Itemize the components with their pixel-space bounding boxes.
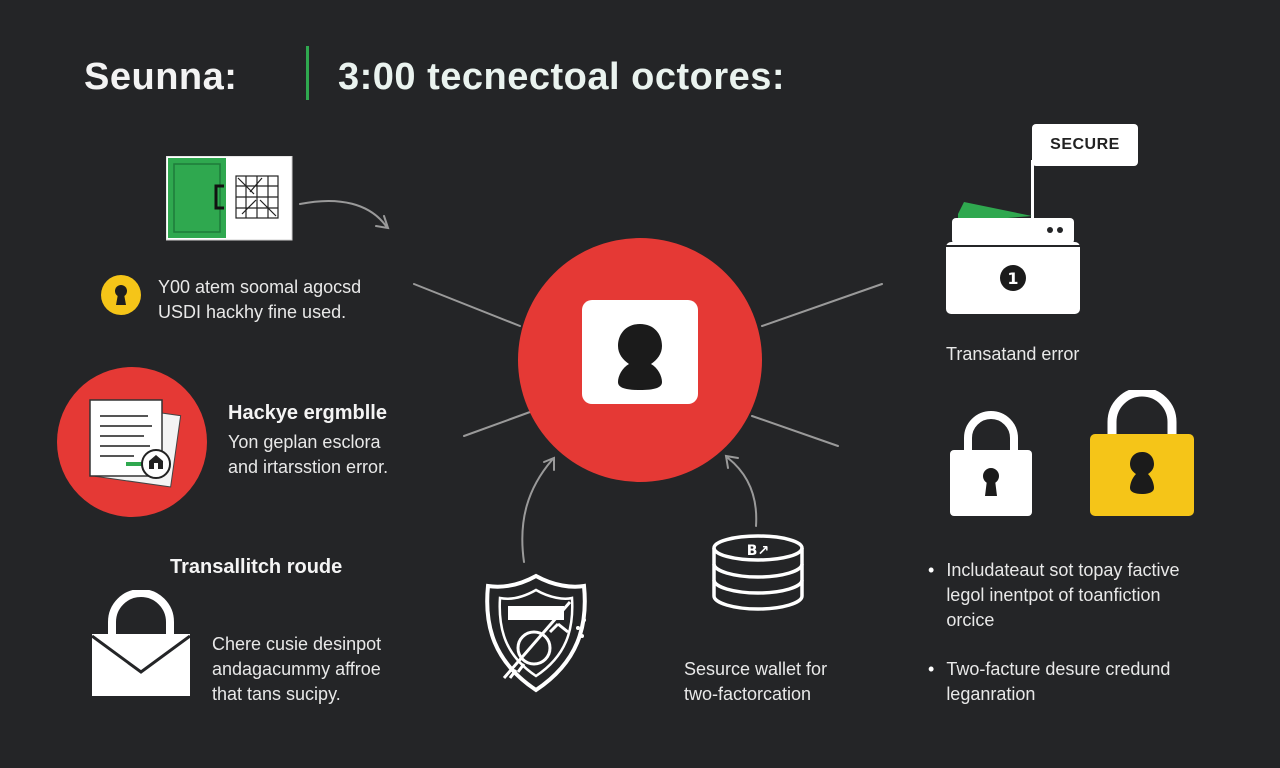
route-heading: Transallitch roude (170, 556, 343, 578)
wallet-text: Sesurce wallet for two-factorcation (684, 659, 828, 704)
shield-icon (485, 573, 587, 693)
note-text: Y00 atem soomal agocsd USDI hackhy fine … (158, 277, 362, 322)
coin-label: B↗ (747, 543, 769, 559)
bullet-item: • Two-facture desure credund leganration (928, 659, 1171, 704)
route-text: Chere cusie desinpot andagacummy affroe … (212, 634, 382, 704)
yellow-keyhole-icon (101, 275, 141, 315)
wallet-icon: 1 (946, 202, 1080, 314)
qr-card-icon (166, 156, 293, 241)
title-right: 3:00 tecnectoal octores: (338, 56, 786, 98)
title-left: Seunna: (84, 56, 238, 98)
padlock-white-icon (950, 411, 1032, 516)
bullet-item: • Includateaut sot topay factive legol i… (928, 560, 1180, 630)
coin-stack-icon: B↗ (712, 534, 804, 611)
document-icon (57, 367, 207, 517)
wallet-badge: 1 (1007, 269, 1018, 288)
flag-pole (1031, 160, 1034, 218)
secure-flag: SECURE (1032, 124, 1138, 166)
title-divider (306, 46, 309, 100)
envelope-padlock-icon (91, 590, 191, 696)
hack-text: Yon geplan esclora and irtarsstion error… (228, 432, 389, 477)
central-keyhole-icon (518, 238, 762, 482)
hack-heading: Hackye ergmblle (228, 402, 387, 424)
padlock-yellow-icon (1090, 390, 1194, 516)
wallet-caption: Transatand error (946, 344, 1080, 364)
